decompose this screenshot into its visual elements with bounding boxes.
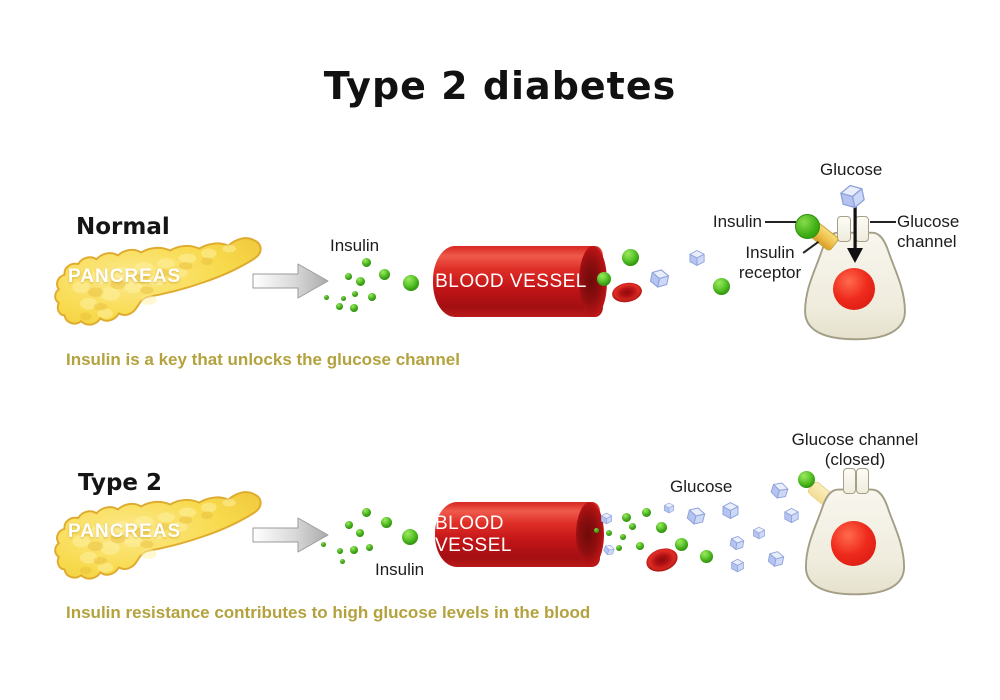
insulin-molecule <box>795 214 820 239</box>
insulin-molecule <box>337 548 343 554</box>
nucleus <box>831 521 876 566</box>
glucose-molecule <box>685 505 707 527</box>
insulin-molecule <box>356 277 365 286</box>
red-blood-cell <box>610 280 644 305</box>
glucose-molecule <box>767 549 785 569</box>
blood-vessel-illustration: BLOOD VESSEL <box>435 502 604 567</box>
red-blood-cell <box>643 544 681 576</box>
insulin-molecule <box>403 275 419 291</box>
glucose-label: Glucose <box>820 160 883 179</box>
glucose-molecule <box>729 534 745 552</box>
pancreas-label: PANCREAS <box>68 266 182 287</box>
connector-line <box>765 221 796 223</box>
insulin-molecule <box>350 304 358 312</box>
insulin-molecule <box>379 269 390 280</box>
insulin-molecule <box>362 508 371 517</box>
insulin-callout-label: Insulin <box>712 212 762 231</box>
glucose-channel-label: Glucose channel <box>897 212 960 251</box>
insulin-molecule <box>700 550 713 563</box>
nucleus <box>833 268 875 310</box>
insulin-molecule <box>340 559 345 564</box>
blood-vessel-illustration: BLOOD VESSEL <box>433 246 607 317</box>
insulin-molecule <box>798 471 815 488</box>
insulin-molecule <box>402 529 418 545</box>
insulin-molecule <box>336 303 343 310</box>
glucose-molecule <box>649 267 670 290</box>
flow-arrow <box>252 517 329 553</box>
insulin-molecule <box>622 249 639 266</box>
insulin-molecule <box>616 545 622 551</box>
glucose-entry-arrow <box>847 206 863 263</box>
insulin-molecule <box>675 538 688 551</box>
insulin-molecule <box>362 258 371 267</box>
glucose-channel-closed <box>843 468 856 494</box>
connector-line <box>870 221 896 223</box>
glucose-molecule <box>753 526 765 540</box>
glucose-molecule <box>769 480 790 501</box>
insulin-molecule <box>345 273 352 280</box>
insulin-molecule <box>366 544 373 551</box>
glucose-label: Glucose <box>670 477 733 496</box>
row-label-normal: Normal <box>76 214 170 240</box>
blood-vessel-label: BLOOD VESSEL <box>435 512 512 556</box>
insulin-molecule <box>656 522 667 533</box>
insulin-molecule <box>622 513 631 522</box>
glucose-channel-closed <box>856 468 869 494</box>
insulin-molecule <box>321 542 326 547</box>
glucose-molecule <box>731 558 744 573</box>
glucose-molecule <box>722 502 739 519</box>
pancreas-label: PANCREAS <box>68 521 182 542</box>
insulin-molecule <box>642 508 651 517</box>
glucose-molecule <box>601 512 612 525</box>
caption-type2: Insulin resistance contributes to high g… <box>66 603 591 622</box>
insulin-molecule <box>606 530 612 536</box>
insulin-molecule <box>620 534 626 540</box>
diagram-title: Type 2 diabetes <box>323 64 677 108</box>
flow-arrow <box>252 263 329 299</box>
insulin-molecule <box>636 542 644 550</box>
insulin-molecule <box>324 295 329 300</box>
insulin-receptor-label: Insulin receptor <box>738 243 802 282</box>
insulin-molecule <box>594 528 599 533</box>
row-label-type2: Type 2 <box>78 470 163 496</box>
vessel-opening <box>576 502 604 567</box>
glucose-molecule <box>602 543 616 557</box>
insulin-molecule <box>368 293 376 301</box>
caption-normal: Insulin is a key that unlocks the glucos… <box>66 350 460 369</box>
insulin-molecule <box>345 521 353 529</box>
insulin-molecule <box>381 517 392 528</box>
glucose-molecule <box>663 502 675 514</box>
insulin-label: Insulin <box>330 236 380 255</box>
insulin-label: Insulin <box>375 560 425 579</box>
insulin-molecule <box>597 272 611 286</box>
glucose-molecule <box>839 182 866 211</box>
glucose-channel <box>837 216 851 242</box>
insulin-molecule <box>341 296 346 301</box>
insulin-molecule <box>629 523 636 530</box>
blood-vessel-label: BLOOD VESSEL <box>435 270 587 292</box>
glucose-molecule <box>689 250 705 266</box>
insulin-molecule <box>713 278 730 295</box>
insulin-molecule <box>350 546 358 554</box>
insulin-molecule <box>356 529 364 537</box>
glucose-channel-closed-label: Glucose channel (closed) <box>791 430 919 469</box>
insulin-molecule <box>352 291 358 297</box>
